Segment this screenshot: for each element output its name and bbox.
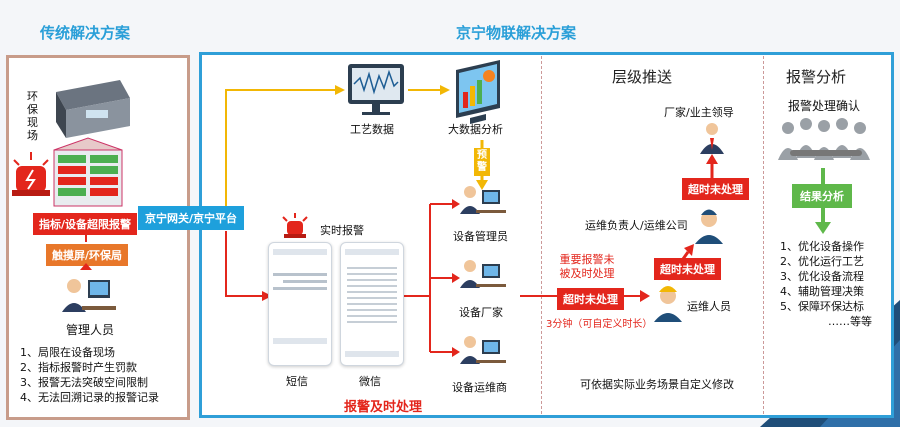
timeout-box-upper: 超时未处理 [682,178,749,200]
touchscreen-box: 触摸屏/环保局 [46,244,129,266]
section-divider [541,56,542,414]
connector [85,232,87,242]
result-analysis-box: 结果分析 [792,184,852,208]
timeout-box-lower: 超时未处理 [557,288,624,310]
benefit-item: 3、优化设备流程 [780,270,864,283]
timeout-box-middle: 超时未处理 [654,258,721,280]
issue-item: 1、局限在设备现场 [20,346,115,359]
vendor-worker-icon [460,260,506,288]
recipient-operator-label: 设备运维商 [452,381,507,394]
timely-handling-caption: 报警及时处理 [344,400,423,415]
traditional-issues-list: 1、局限在设备现场 2、指标报警时产生罚款 3、报警无法突破空间限制 4、无法回… [20,345,159,405]
benefit-item: 5、保障环保达标 [780,300,864,313]
leader-label: 厂家/业主领导 [664,106,734,119]
big-data-label: 大数据分析 [448,123,503,136]
benefit-item: ……等等 [828,315,872,328]
admin-worker-icon [460,186,506,214]
confirm-label: 报警处理确认 [788,99,861,113]
sms-label: 短信 [286,375,308,388]
operator-worker-icon [460,336,506,364]
recipient-vendor-label: 设备厂家 [459,306,503,319]
manager-icon [695,209,723,244]
section-divider [763,56,764,414]
leader-icon [700,123,724,154]
recipient-admin-label: 设备管理员 [453,230,508,243]
analysis-title: 报警分析 [786,68,847,86]
escalation-title: 层级推送 [612,68,673,86]
delay-note: 3分钟（可自定义时长） [546,319,653,330]
jingning-solution-title: 京宁物联解决方案 [456,24,577,42]
issue-item: 3、报警无法突破空间限制 [20,376,148,389]
sms-phone [268,242,332,366]
benefit-item: 4、辅助管理决策 [780,285,864,298]
important-alarm-note: 重要报警未被及时处理 [559,253,615,280]
ops-manager-label: 运维负责人/运维公司 [585,219,688,232]
indicator-alarm-box: 指标/设备超限报警 [33,213,138,235]
wechat-phone [340,242,404,366]
traditional-solution-title: 传统解决方案 [40,24,131,42]
site-label: 环保现场 [27,90,38,142]
wechat-label: 微信 [359,375,381,388]
process-data-label: 工艺数据 [350,123,394,136]
warning-tag: 预警 [474,148,490,176]
issue-item: 4、无法回溯记录的报警记录 [20,391,159,404]
analysis-benefits-list: 1、优化设备操作 2、优化运行工艺 3、优化设备流程 4、辅助管理决策 5、保障… [780,239,872,329]
ops-staff-label: 运维人员 [687,300,731,313]
benefit-item: 2、优化运行工艺 [780,255,864,268]
gateway-platform-box: 京宁网关/京宁平台 [138,206,245,230]
customizable-note: 可依据实际业务场景自定义修改 [580,378,734,391]
staff-icon [654,286,682,322]
benefit-item: 1、优化设备操作 [780,240,864,253]
issue-item: 2、指标报警时产生罚款 [20,361,137,374]
realtime-alarm-label: 实时报警 [320,224,364,237]
manager-label: 管理人员 [66,323,115,337]
